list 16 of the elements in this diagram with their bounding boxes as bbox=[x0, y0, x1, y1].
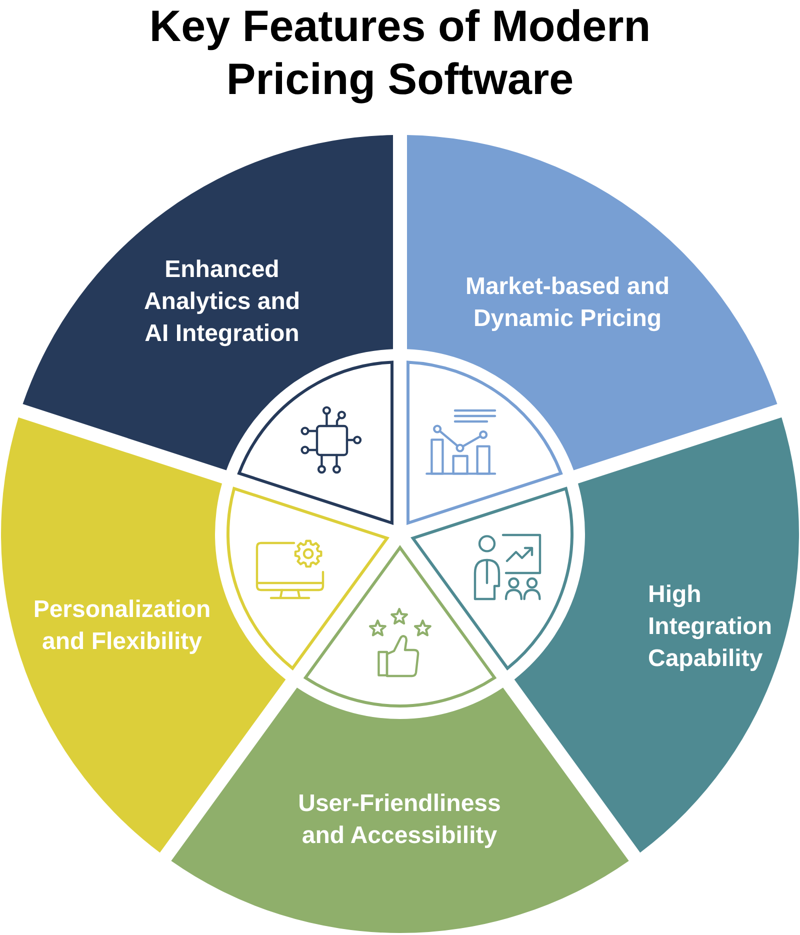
pie-segment bbox=[169, 685, 631, 935]
segment-label: High Integration Capability bbox=[648, 580, 773, 674]
pie-segment bbox=[512, 415, 800, 855]
segment-label: Market-based and Dynamic Pricing bbox=[464, 272, 671, 334]
segment-label: User-Friendliness and Accessibility bbox=[297, 789, 502, 851]
icon-wedge bbox=[226, 486, 390, 671]
title: Key Features of Modern Pricing Software bbox=[148, 1, 652, 106]
icon-wedge bbox=[410, 486, 574, 671]
icon-wedge bbox=[406, 360, 563, 525]
pie-segment bbox=[0, 415, 288, 855]
icon-wedge bbox=[237, 360, 394, 525]
pie-segment bbox=[20, 133, 395, 473]
segment-label: Personalization and Flexibility bbox=[32, 595, 212, 657]
segment-label: Enhanced Analytics and AI Integration bbox=[142, 255, 302, 349]
icon-wedge bbox=[303, 545, 497, 708]
pie-segment bbox=[404, 133, 780, 473]
